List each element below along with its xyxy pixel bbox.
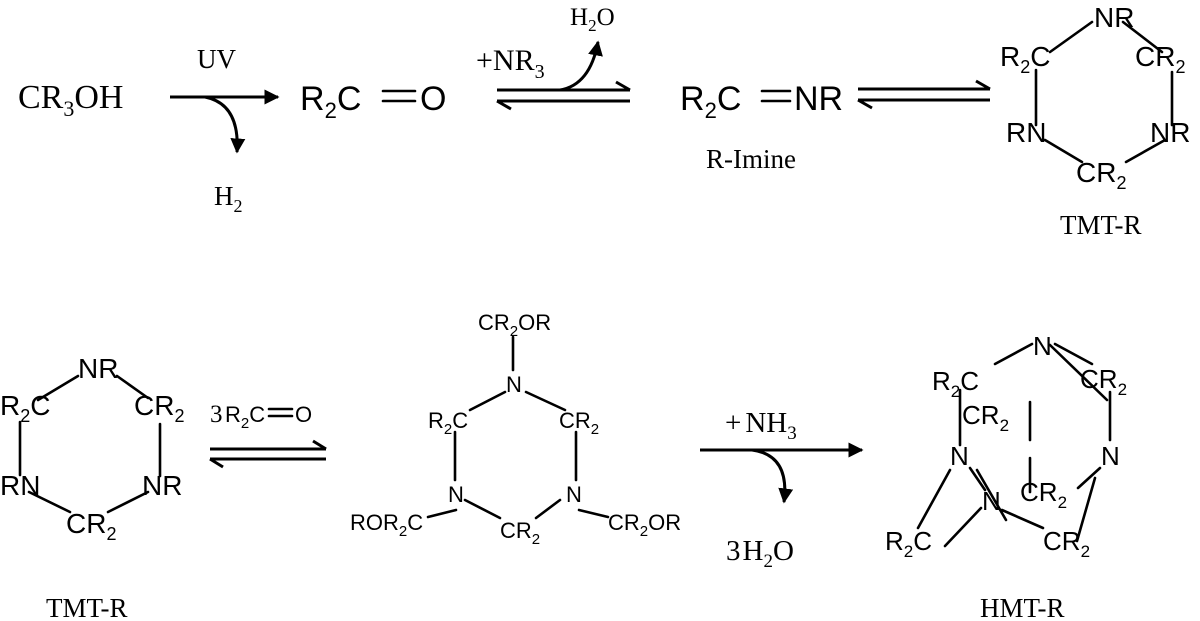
imine-r2c: R2C [680, 80, 741, 123]
atom-n: N [1101, 441, 1120, 471]
water-formula: H2O [570, 4, 615, 35]
atom-nr: NR [142, 470, 182, 501]
atom-n: N [1033, 331, 1052, 361]
atom-cr2: CR2 [500, 518, 540, 548]
atom-rn: RN [1006, 117, 1046, 148]
atom-cr2: CR2 [559, 408, 599, 438]
atom-n: N [448, 482, 464, 507]
atom-n: N [506, 372, 522, 397]
atom-cr2: CR2 [66, 508, 116, 544]
amine-reagent: +NR3 [476, 44, 545, 83]
atom-n: N [950, 441, 969, 471]
tris-alkoxyalkyl-triazinane: CR2OR N R2C CR2 N N ROR2C CR2OR CR2 [350, 310, 681, 548]
atom-cr2: CR2 [1043, 526, 1090, 561]
atom-r2c: R2C [885, 526, 932, 561]
atom-r2c: R2C [1000, 41, 1050, 77]
atom-cr2: CR2 [1020, 477, 1067, 512]
ketone-oxygen: O [420, 80, 446, 118]
substituent-cr2or: CR2OR [608, 510, 681, 540]
tmt-r-caption-top: TMT-R [1060, 210, 1142, 240]
atom-cr2: CR2 [134, 390, 184, 426]
atom-r2c: R2C [428, 408, 468, 438]
hmt-r-caption: HMT-R [980, 593, 1065, 621]
trimerization-reverse-head [857, 98, 873, 110]
water-product: 3H2O [726, 535, 794, 572]
atom-r2c: R2C [932, 366, 979, 401]
atom-cr2: CR2 [962, 400, 1009, 435]
reverse-half-head [496, 99, 512, 111]
trimerization-forward-head [975, 79, 991, 91]
atom-nr: NR [1150, 117, 1190, 148]
atom-rn: RN [0, 470, 40, 501]
hydrogen-formula: H2 [214, 181, 243, 216]
ammonia-reagent: +NH3 [725, 407, 797, 444]
tmt-r-ring-top: NR R2C CR2 RN NR CR2 [1000, 2, 1190, 193]
hmt-r-cage: N R2C CR2 CR2 N N CR2 N R2C CR2 [885, 331, 1127, 561]
uv-label: UV [197, 44, 236, 74]
water-elimination-arrow [751, 448, 794, 504]
tmt-r-caption-left: TMT-R [46, 593, 128, 621]
substituent-ror2c: ROR2C [350, 510, 423, 540]
ketone-r2c: R2C [300, 80, 361, 123]
tmt-r-ring-left: NR R2C CR2 RN NR CR2 [0, 353, 184, 544]
h2-release-arrow [204, 95, 246, 154]
hydroxyalkylation-reverse-head [209, 457, 224, 469]
atom-nr: NR [1094, 2, 1134, 33]
methanol-formula: CR3OH [18, 79, 123, 121]
atom-cr2: CR2 [1076, 157, 1126, 193]
reagent-r2c: R2C [225, 402, 265, 432]
hydroxyalkylation-forward-head [312, 439, 327, 451]
atom-cr2: CR2 [1080, 364, 1127, 399]
imine-nr: NR [794, 80, 843, 118]
atom-n: N [982, 486, 1001, 516]
water-release-arrow [559, 40, 603, 92]
atom-cr2: CR2 [1135, 41, 1185, 77]
atom-n: N [566, 482, 582, 507]
substituent-cr2or: CR2OR [478, 310, 551, 340]
forward-half-head [615, 80, 631, 92]
reagent-oxygen: O [295, 402, 312, 427]
reagent-coefficient: 3 [210, 401, 223, 428]
atom-nr: NR [78, 353, 118, 384]
atom-r2c: R2C [0, 390, 50, 426]
imine-caption: R-Imine [706, 144, 796, 174]
